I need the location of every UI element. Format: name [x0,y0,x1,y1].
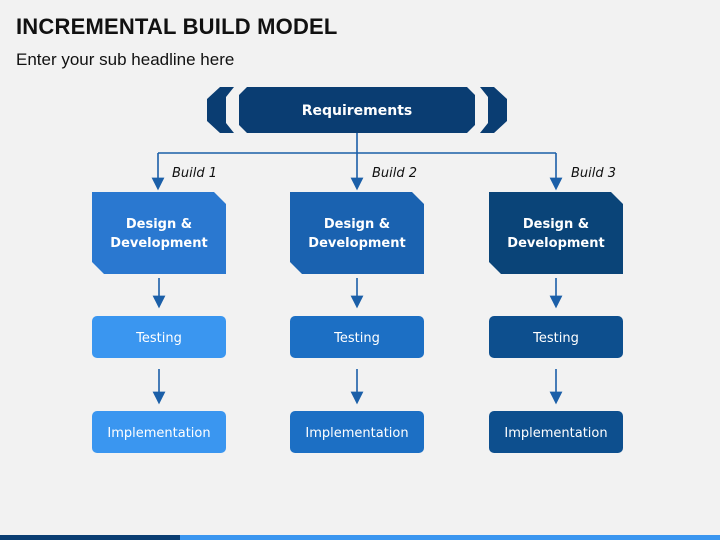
implementation-label: Implementation [504,426,607,441]
design-label-line-1: Design & [523,217,589,232]
implementation-box [489,411,623,453]
build-2-label: Build 2 [372,166,417,181]
testing-label: Testing [532,331,579,346]
requirements-banner: Requirements [207,87,507,133]
build-column-3: Design & Development Testing Implementat… [489,192,623,453]
bottom-accent-bar [0,535,720,540]
implementation-box [290,411,424,453]
implementation-label: Implementation [107,426,210,441]
build-column-1: Design & Development Testing Implementat… [92,192,226,453]
build-1-label: Build 1 [172,166,217,181]
design-label-line-2: Development [507,236,604,251]
testing-box [92,316,226,358]
requirements-label: Requirements [302,103,413,119]
design-development-box [489,192,623,274]
requirements-box [239,87,475,133]
design-label-line-2: Development [110,236,207,251]
design-label-line-2: Development [308,236,405,251]
bottom-bar-primary [0,535,180,540]
bottom-bar-accent [180,535,720,540]
implementation-label: Implementation [305,426,408,441]
testing-label: Testing [135,331,182,346]
design-label-line-1: Design & [126,217,192,232]
design-development-box [92,192,226,274]
page-title: INCREMENTAL BUILD MODEL [16,14,338,39]
testing-box [290,316,424,358]
build-3-label: Build 3 [571,166,616,181]
build-column-2: Design & Development Testing Implementat… [290,192,424,453]
design-development-box [290,192,424,274]
testing-box [489,316,623,358]
page-subtitle: Enter your sub headline here [16,50,235,69]
design-label-line-1: Design & [324,217,390,232]
left-bracket [207,87,234,133]
right-bracket [480,87,507,133]
connector-lines [151,133,563,191]
implementation-box [92,411,226,453]
testing-label: Testing [333,331,380,346]
